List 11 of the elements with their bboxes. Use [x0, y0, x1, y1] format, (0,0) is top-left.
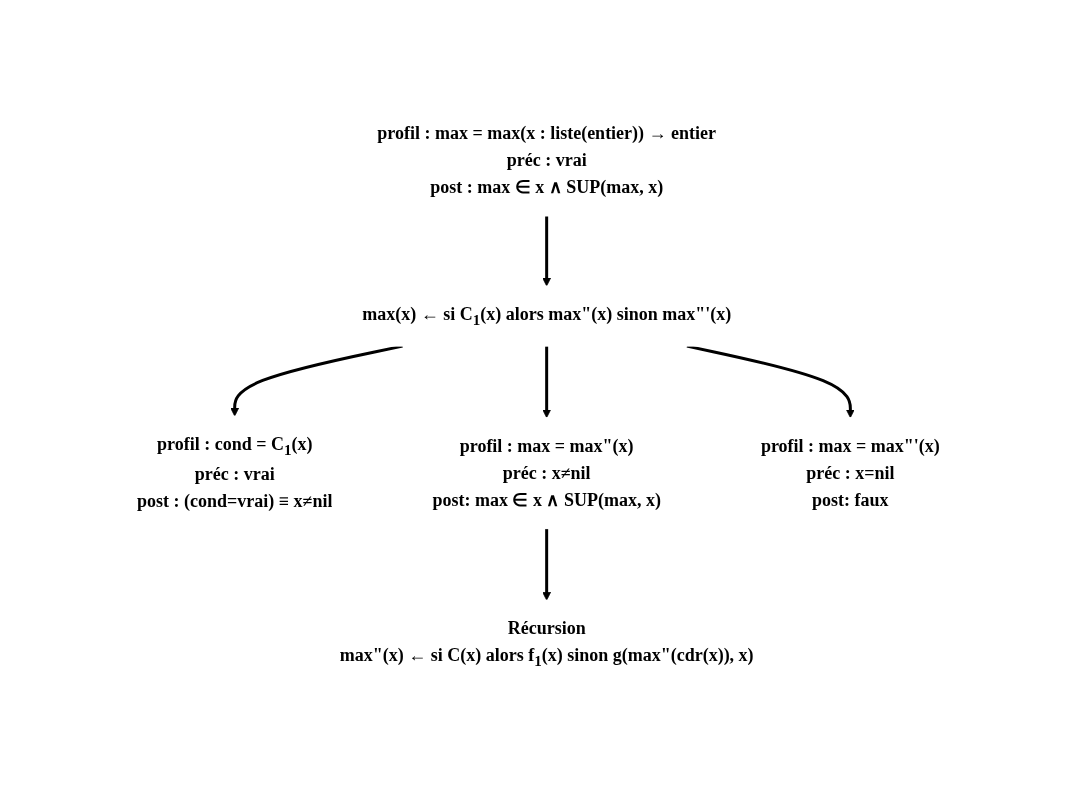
arrow — [541, 345, 551, 418]
arrow — [686, 344, 855, 418]
node-text: Récursion max"(x) ← si C(x) alors f$_{1}$(x) sinon g(max"(cdr(x)), x) — [339, 618, 754, 669]
node-text: profil : max = max(x : liste(entier)) → entier préc : vrai post : max ∈ x ∧ SUP(max, x) — [376, 122, 716, 197]
node-text: max(x) ← si C$_{1}$(x) alors max"(x) sinon max"'(x) — [361, 303, 731, 328]
node-text: profil : cond = C$_{1}$(x) préc : vrai post : (cond=vrai) ≡ x≠nil — [136, 433, 332, 512]
arrow — [541, 215, 551, 287]
node-text: profil : max = max"'(x) préc : x=nil post: faux — [760, 435, 940, 510]
arrow — [541, 528, 551, 601]
arrow — [229, 344, 403, 417]
node-text: profil : max = max"(x) préc : x≠nil post: max ∈ x ∧ SUP(max, x) — [432, 435, 661, 510]
